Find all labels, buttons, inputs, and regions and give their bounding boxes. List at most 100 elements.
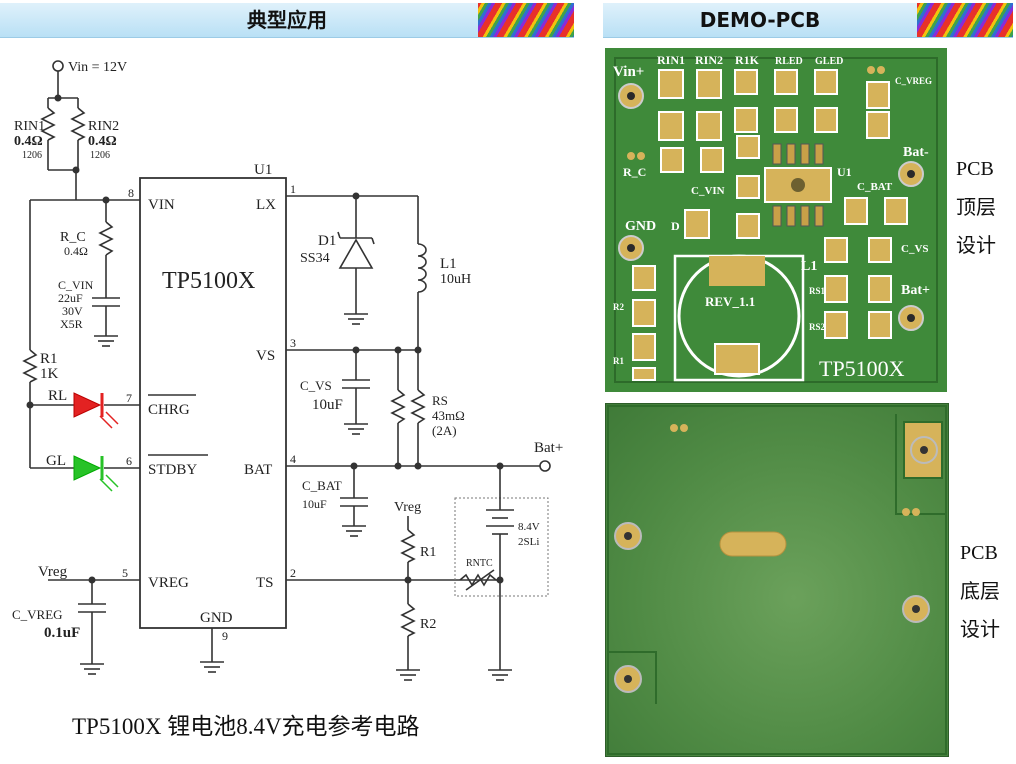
schematic-diagram: Vin = 12V RIN1 0.4Ω 1206 RIN2 0.4Ω 1206 …	[12, 60, 563, 739]
rainbow-stripe-decoration	[917, 3, 1013, 37]
cvreg-value: 0.1uF	[44, 625, 80, 641]
r1-name: R1	[40, 351, 58, 367]
pcb-top-label-rc: R_C	[623, 165, 646, 179]
rl-label: RL	[48, 388, 67, 404]
pcb-top-label-d: D	[671, 219, 680, 233]
vin-label: Vin = 12V	[68, 60, 127, 75]
battery-voltage: 8.4V	[518, 521, 540, 533]
side-bottom-line-3: 设计	[960, 617, 1000, 641]
rs-value: 43mΩ	[432, 408, 465, 423]
ic-ref: U1	[254, 162, 272, 178]
vreg-left-label: Vreg	[38, 564, 68, 580]
cvs-name: C_VS	[300, 378, 332, 393]
side-top-line-2: 顶层	[956, 195, 996, 219]
rc-value: 0.4Ω	[64, 244, 88, 258]
bat-plus-label: Bat+	[534, 440, 563, 456]
pin-stdby: STDBY	[148, 462, 197, 478]
schematic-caption: TP5100X 锂电池8.4V充电参考电路	[72, 714, 420, 739]
cvin-v3: X5R	[60, 317, 83, 331]
pin-bat: BAT	[244, 462, 272, 478]
header-title-right: DEMO-PCB	[699, 8, 821, 32]
side-top-line-1: PCB	[956, 158, 994, 180]
pin-num-8: 8	[128, 186, 134, 200]
battery-cells: 2SLi	[518, 536, 539, 548]
rin2-name: RIN2	[88, 119, 119, 134]
ic-name: TP5100X	[162, 268, 255, 294]
pin-num-6: 6	[126, 454, 132, 468]
l1-value: 10uH	[440, 272, 471, 287]
pcb-top-label-rled: RLED	[775, 56, 803, 67]
cbat-value: 10uF	[302, 497, 327, 511]
r1-value: 1K	[40, 366, 59, 382]
pcb-top-label-rs1: RS1	[809, 286, 826, 296]
pin-vs: VS	[256, 348, 275, 364]
pin-vin: VIN	[148, 197, 175, 213]
pin-num-5: 5	[122, 566, 128, 580]
pcb-top-label-rin1: RIN1	[657, 53, 685, 67]
schottky-diode-icon	[338, 238, 374, 269]
pcb-top-label-cbat: C_BAT	[857, 181, 893, 193]
rin1-name: RIN1	[14, 119, 45, 134]
cbat-name: C_BAT	[302, 478, 342, 493]
pin-chrg: CHRG	[148, 402, 190, 418]
pcb-top-label-gnd: GND	[625, 219, 656, 234]
d1-name: D1	[318, 233, 336, 249]
pin-vreg: VREG	[148, 575, 189, 591]
d1-value: SS34	[300, 251, 330, 266]
pcb-top-label-l1: L1	[801, 259, 817, 274]
r1b-label: R1	[420, 545, 436, 560]
side-bottom-line-1: PCB	[960, 542, 998, 564]
pin-num-2: 2	[290, 566, 296, 580]
pin-lx: LX	[256, 197, 276, 213]
pcb-top-label-cvreg: C_VREG	[895, 76, 932, 86]
rin2-value: 0.4Ω	[88, 134, 117, 149]
pin-num-7: 7	[126, 391, 132, 405]
side-top-line-3: 设计	[956, 233, 996, 257]
rin2-pkg: 1206	[90, 150, 110, 161]
pcb-top-label-rin2: RIN2	[695, 53, 723, 67]
rs-note: (2A)	[432, 423, 457, 438]
pcb-top-label-cvin: C_VIN	[691, 185, 725, 197]
pcb-top-label-u1: U1	[837, 165, 852, 179]
cvin-name: C_VIN	[58, 278, 94, 292]
side-bottom-line-2: 底层	[960, 579, 1000, 603]
pcb-top-label-gled: GLED	[815, 56, 843, 67]
pcb-top-layer: Vin+ RIN1 RIN2 R1K RLED GLED C_VREG Bat-…	[605, 48, 947, 392]
pcb-top-label-batminus: Bat-	[903, 145, 929, 160]
rainbow-stripe-decoration	[478, 3, 574, 37]
pcb-top-label-r1k: R1K	[735, 53, 760, 67]
rin1-pkg: 1206	[22, 150, 42, 161]
pcb-top-label-cvs: C_VS	[901, 243, 929, 255]
pcb-top-side-label: PCB 顶层 设计	[956, 150, 996, 264]
pcb-bottom-layer	[605, 403, 949, 757]
rntc-label: RNTC	[466, 558, 493, 569]
pcb-bottom-side-label: PCB 底层 设计	[960, 534, 1000, 648]
pin-ts: TS	[256, 575, 274, 591]
rc-name: R_C	[60, 230, 86, 245]
cvin-v1: 22uF	[58, 291, 83, 305]
red-led-icon	[73, 392, 119, 429]
cvin-v2: 30V	[62, 304, 83, 318]
pcb-top-label-rs2: RS2	[809, 322, 826, 332]
pcb-top-label-rev: REV_1.1	[705, 294, 755, 309]
vreg-right-label: Vreg	[394, 500, 421, 515]
header-demo-pcb: DEMO-PCB	[603, 3, 1013, 38]
gl-label: GL	[46, 453, 66, 469]
cvreg-name: C_VREG	[12, 607, 63, 622]
header-title-left: 典型应用	[247, 8, 327, 32]
pin-num-3: 3	[290, 336, 296, 350]
rs-name: RS	[432, 393, 448, 408]
pcb-top-label-tp5100x: TP5100X	[819, 356, 905, 381]
pin-num-9: 9	[222, 629, 228, 643]
pin-num-4: 4	[290, 452, 296, 466]
l1-name: L1	[440, 256, 457, 272]
pcb-top-label-r1: R1	[613, 356, 624, 366]
rin1-value: 0.4Ω	[14, 134, 43, 149]
pin-gnd: GND	[200, 610, 233, 626]
r2-label: R2	[420, 617, 436, 632]
pcb-top-label-batplus: Bat+	[901, 283, 930, 298]
pcb-top-label-vin: Vin+	[613, 64, 644, 80]
pcb-top-label-r2: R2	[613, 302, 624, 312]
cvs-value: 10uF	[312, 397, 343, 413]
pin-num-1: 1	[290, 182, 296, 196]
